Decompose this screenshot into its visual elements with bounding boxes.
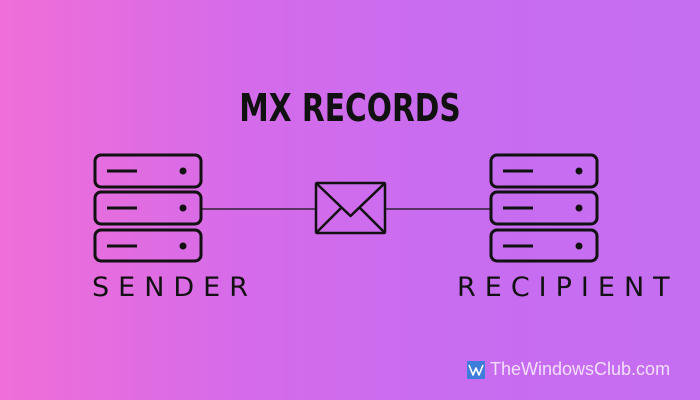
diagram-title: MX RECORDS	[239, 86, 461, 130]
sender-label: SENDER	[92, 272, 258, 303]
watermark: TheWindowsClub.com	[466, 359, 670, 380]
envelope-icon	[314, 181, 387, 235]
windows-club-logo-icon	[467, 360, 485, 379]
recipient-label: RECIPIENT	[457, 272, 679, 303]
sender-server-icon	[93, 153, 203, 263]
watermark-text: TheWindowsClub.com	[490, 359, 671, 379]
recipient-server-icon	[489, 153, 599, 263]
